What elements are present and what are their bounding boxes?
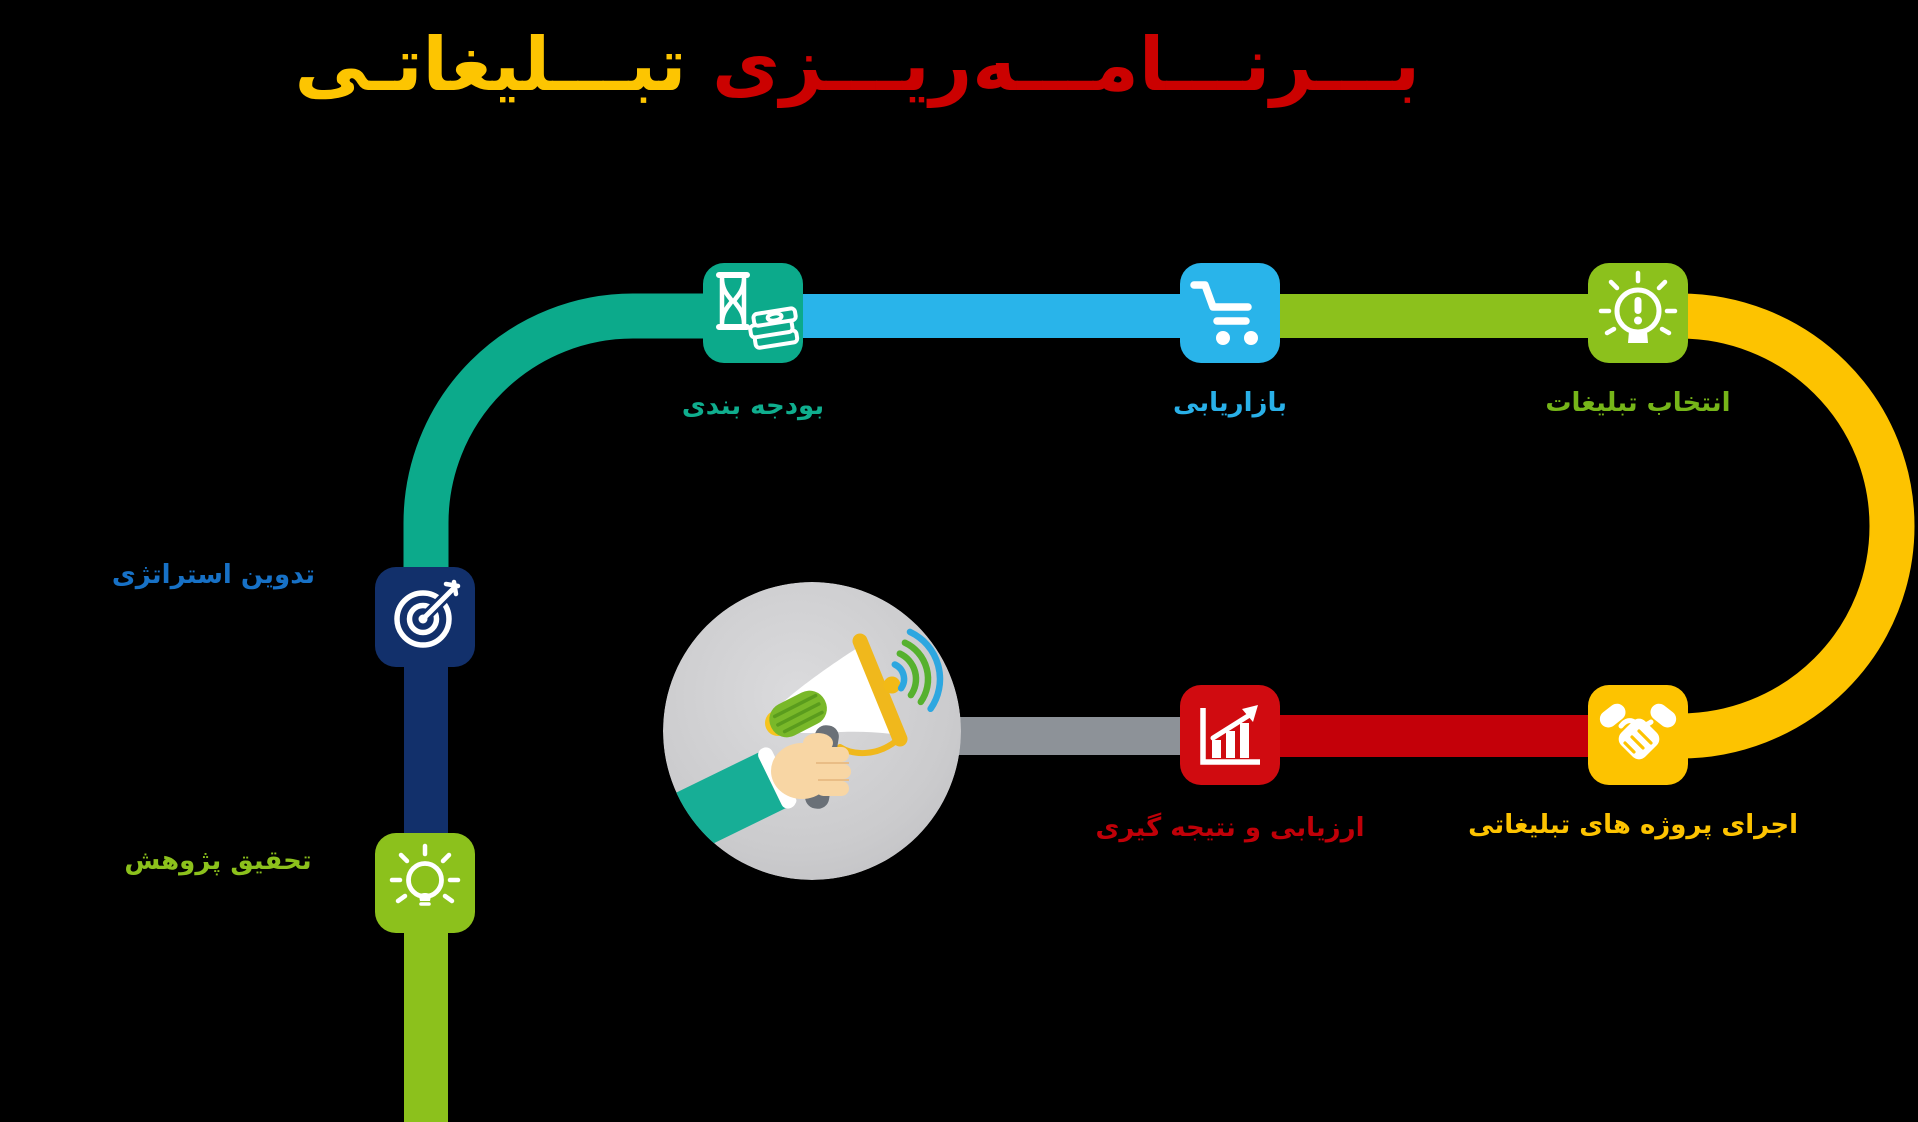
step-node-research bbox=[375, 833, 475, 933]
handshake-icon bbox=[1599, 703, 1677, 760]
step-node-budgeting bbox=[703, 263, 803, 363]
megaphone-grip bbox=[769, 690, 827, 738]
step-label-budgeting: بودجه بندی bbox=[681, 391, 825, 421]
megaphone-rim bbox=[852, 633, 908, 747]
step-node-marketing bbox=[1180, 263, 1280, 363]
megaphone-pivot-dot bbox=[883, 676, 901, 694]
hourglass-money-icon bbox=[716, 272, 800, 350]
step-label-marketing: بازاریابی bbox=[1173, 388, 1287, 418]
lightbulb-icon bbox=[389, 843, 461, 906]
step-node-strategy bbox=[375, 567, 475, 667]
step-label-research: تحقیق پژوهش bbox=[124, 846, 312, 876]
step-node-evaluation bbox=[1180, 685, 1280, 785]
connector-teal-curve bbox=[403, 293, 755, 612]
shopping-cart-icon bbox=[1190, 281, 1258, 345]
step-label-ad-selection: انتخاب تبلیغات bbox=[1545, 388, 1731, 418]
connector-yellow-curve bbox=[1632, 293, 1915, 759]
sound-waves-icon bbox=[891, 628, 944, 713]
title-word-yellow: تبـــلیغاتـی bbox=[294, 22, 687, 108]
hand-holding-megaphone-illustration bbox=[663, 582, 961, 880]
step-label-execution: اجرای پروژه های تبلیغاتی bbox=[1468, 810, 1798, 840]
step-label-evaluation: ارزیابی و نتیجه گیری bbox=[1095, 813, 1365, 843]
step-label-strategy: تدوین استراتژی bbox=[111, 560, 315, 590]
step-node-execution bbox=[1588, 685, 1688, 785]
growth-chart-icon bbox=[1200, 705, 1260, 765]
target-icon bbox=[394, 579, 461, 648]
step-node-ad-selection bbox=[1588, 263, 1688, 363]
hand bbox=[771, 733, 851, 799]
page-title: بـــرنـــامـــه‌ریـــزی تبـــلیغاتـی bbox=[295, 22, 1420, 108]
title-word-red: بـــرنـــامـــه‌ریـــزی bbox=[712, 22, 1420, 108]
lightbulb-alert-icon bbox=[1598, 270, 1678, 343]
